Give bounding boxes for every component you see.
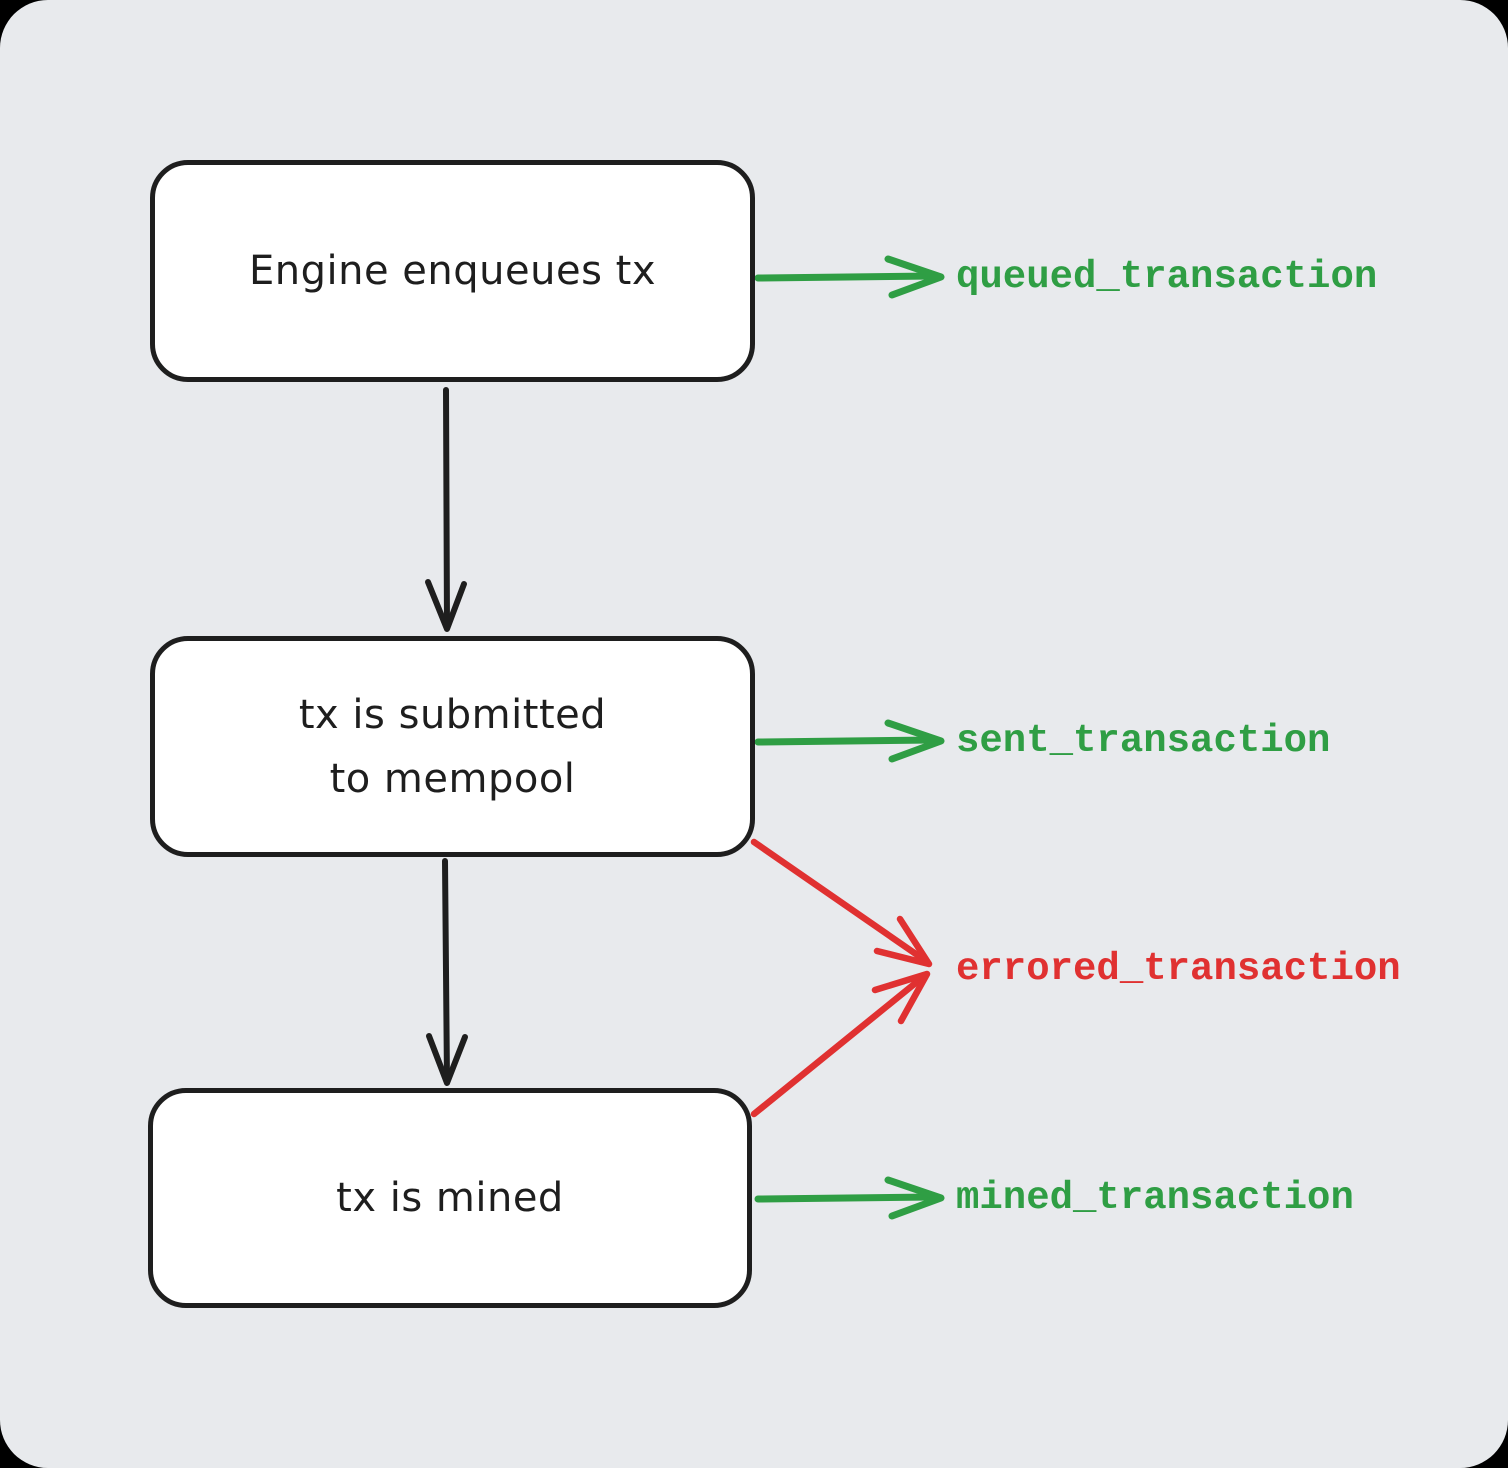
event-arrow-sent — [754, 719, 945, 763]
event-label-sent-transaction: sent_transaction — [956, 719, 1331, 763]
node-tx-is-mined: tx is mined — [148, 1088, 752, 1308]
node-label: tx is mined — [336, 1175, 564, 1221]
event-arrow-queued — [754, 255, 945, 299]
node-label: Engine enqueues tx — [249, 248, 656, 294]
event-label-errored-transaction: errored_transaction — [956, 947, 1401, 991]
event-arrow-mined — [754, 1176, 945, 1220]
event-arrow-errored-from-mined — [750, 970, 931, 1118]
node-tx-submitted-to-mempool: tx is submitted to mempool — [150, 636, 755, 857]
flow-arrow-enqueue-to-submit — [425, 387, 467, 632]
event-label-queued-transaction: queued_transaction — [956, 255, 1378, 299]
flow-arrow-submit-to-mined — [426, 858, 468, 1086]
event-label-mined-transaction: mined_transaction — [956, 1176, 1354, 1220]
event-arrow-errored-from-submit — [750, 838, 933, 968]
node-engine-enqueues-tx: Engine enqueues tx — [150, 160, 755, 382]
node-label: tx is submitted to mempool — [298, 691, 607, 802]
